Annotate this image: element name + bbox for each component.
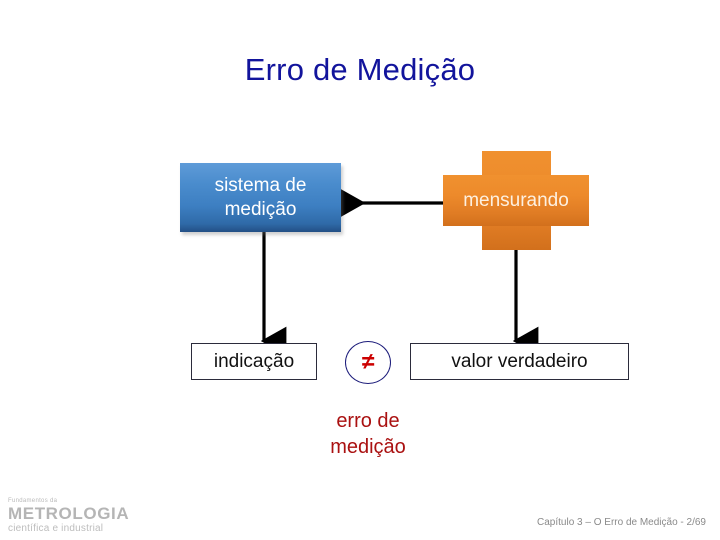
measurand-label: mensurando (463, 189, 569, 211)
measurand-box[interactable]: mensurando (443, 151, 589, 250)
true-value-box[interactable]: valor verdadeiro (410, 343, 629, 380)
footer-chapter-note: Capítulo 3 – O Erro de Medição - 2/69 (537, 517, 706, 528)
measuring-system-box[interactable]: sistema de medição (180, 163, 341, 232)
logo-main-line: METROLOGIA (8, 504, 130, 523)
metrologia-logo: Fundamentos da METROLOGIA científica e i… (8, 497, 140, 535)
not-equal-marker: ≠ (345, 341, 391, 384)
logo-sub-line: científica e industrial (8, 523, 104, 534)
not-equal-icon: ≠ (361, 348, 375, 374)
measurement-error-caption: erro de medição (330, 410, 406, 458)
indication-label: indicação (213, 350, 295, 372)
measuring-system-label: sistema de medição (214, 174, 307, 220)
indication-box[interactable]: indicação (191, 343, 317, 380)
cross-horizontal-arm (443, 175, 589, 226)
true-value-label: valor verdadeiro (451, 350, 588, 372)
logo-top-line: Fundamentos da (8, 498, 58, 504)
page-title: Erro de Medição (244, 52, 476, 87)
